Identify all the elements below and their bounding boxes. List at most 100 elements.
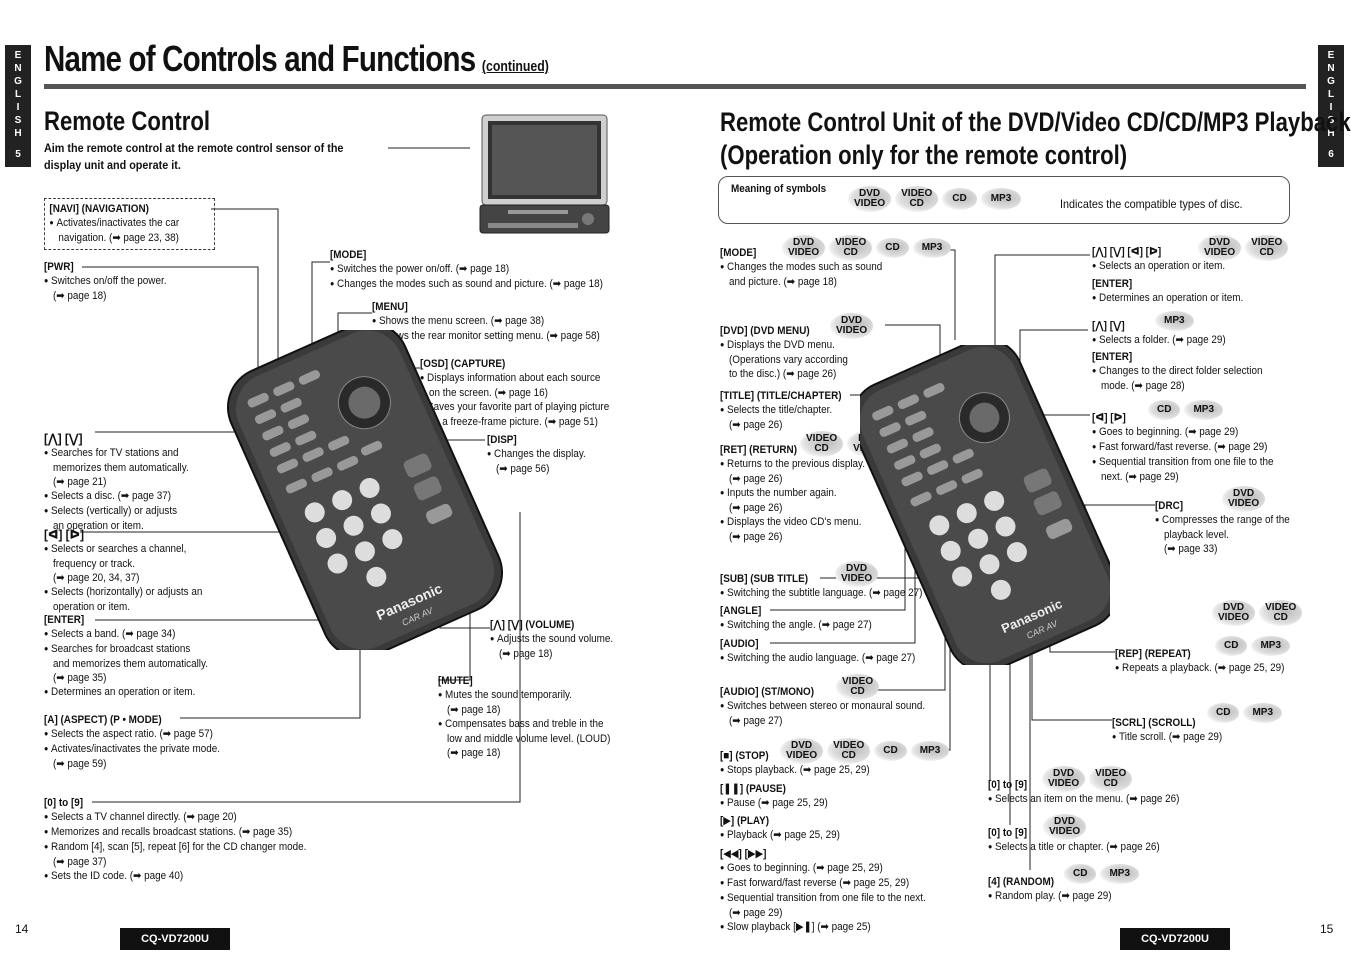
play-label: [▶] (PLAY): [720, 815, 770, 827]
enter-label: [ENTER]: [44, 614, 85, 626]
osd-label: [OSD] (CAPTURE): [420, 358, 506, 370]
play-callout: [▶] (PLAY) Playback (➡ page 25, 29): [720, 814, 840, 843]
drc-desc-cont: playback level.: [1164, 529, 1229, 541]
mute-desc-cont: low and middle volume level. (LOUD): [447, 733, 611, 745]
folder-badges: MP3: [1155, 311, 1198, 331]
display-unit-image: [478, 113, 611, 237]
digits-title-label: [0] to [9]: [988, 827, 1028, 839]
ret-label: [RET] (RETURN): [720, 444, 797, 456]
skip-desc-cont: (➡ page 29): [729, 907, 783, 919]
scrl-label: [SCRL] (SCROLL): [1112, 717, 1196, 729]
disp-desc: Changes the display.: [487, 447, 586, 462]
mute-desc: Mutes the sound temporarily.: [438, 688, 610, 703]
enter-desc: Determines an operation or item.: [44, 685, 208, 700]
display-unit-icon: [479, 114, 610, 234]
mp3-badge: MP3: [1100, 864, 1140, 884]
digits-title-callout: [0] to [9] Selects a title or chapter. (…: [988, 826, 1160, 855]
enter1-callout: [ENTER] Determines an operation or item.: [1092, 277, 1243, 306]
disp-label: [DISP]: [487, 434, 517, 446]
enter2-label: [ENTER]: [1092, 351, 1133, 363]
stop-desc: Stops playback. (➡ page 25, 29): [720, 763, 870, 778]
title-rule: [44, 84, 1306, 89]
leftright-desc-cont: frequency or track.: [53, 558, 135, 570]
disp-desc-cont: (➡ page 56): [496, 463, 550, 475]
pwr-desc: Switches on/off the power.: [44, 274, 166, 289]
cd-badge: CD: [876, 238, 909, 258]
intro-line: display unit and operate it.: [44, 158, 181, 172]
lang-letter: E: [14, 50, 22, 61]
aspect-callout: [A] (ASPECT) (P • MODE) Selects the aspe…: [44, 713, 220, 771]
osd-desc: Displays information about each source: [420, 371, 609, 386]
mute-label: [MUTE]: [438, 675, 473, 687]
scrl-callout: [SCRL] (SCROLL) Title scroll. (➡ page 29…: [1112, 716, 1222, 745]
leftright-callout: [ᐊ] [ᐅ] Selects or searches a channel, f…: [44, 528, 202, 614]
updown-desc: Searches for TV stations and: [44, 446, 189, 461]
dvd-remote-image: Panasonic CAR AV: [860, 345, 1110, 665]
pwr-desc-cont: (➡ page 18): [53, 290, 107, 302]
stop-callout: [■] (STOP) Stops playback. (➡ page 25, 2…: [720, 749, 870, 778]
audio-callout: [AUDIO] Switching the audio language. (➡…: [720, 637, 915, 666]
osd-desc-cont: on the screen. (➡ page 16): [429, 387, 548, 399]
drc-callout: [DRC] Compresses the range of the playba…: [1155, 499, 1290, 556]
remote-control-image: Panasonic CAR AV: [226, 330, 504, 650]
volume-callout: [⋀] [⋁] (VOLUME) Adjusts the sound volum…: [490, 618, 613, 661]
page-number-left: 14: [15, 922, 29, 936]
dvd-menu-desc-cont: to the disc.) (➡ page 26): [729, 368, 837, 380]
mp3-badge: MP3: [1155, 311, 1194, 331]
cd-badge: CD: [942, 188, 977, 210]
title-callout: [TITLE] (TITLE/CHAPTER) Selects the titl…: [720, 389, 842, 432]
enter1-desc: Determines an operation or item.: [1092, 291, 1243, 306]
leftright-label: [ᐊ] [ᐅ]: [44, 527, 85, 542]
aspect-desc: Activates/inactivates the private mode.: [44, 742, 220, 757]
digits-desc: Sets the ID code. (➡ page 40): [44, 869, 306, 884]
skip-desc: Slow playback [▶❚] (➡ page 25): [720, 920, 926, 935]
lang-letter: I: [16, 102, 20, 113]
enter-desc: Searches for broadcast stations: [44, 642, 208, 657]
menu-label: [MENU]: [372, 301, 408, 313]
volume-desc-cont: (➡ page 18): [499, 648, 553, 660]
aspect-desc-cont: (➡ page 59): [53, 758, 107, 770]
enter2-callout: [ENTER] Changes to the direct folder sel…: [1092, 350, 1263, 393]
page-number-right: 15: [1320, 922, 1334, 936]
audio-st-callout: [AUDIO] (ST/MONO) Switches between stere…: [720, 685, 925, 728]
lr-callout: [ᐊ] [ᐅ] Goes to beginning. (➡ page 29) F…: [1092, 411, 1274, 484]
scrl-desc: Title scroll. (➡ page 29): [1112, 730, 1222, 745]
leftright-desc: Selects or searches a channel,: [44, 542, 202, 557]
digits-desc: Selects a TV channel directly. (➡ page 2…: [44, 810, 306, 825]
digits-label: [0] to [9]: [44, 797, 84, 809]
folder-callout: [⋀] [⋁] Selects a folder. (➡ page 29): [1092, 319, 1226, 348]
model-number-right: CQ-VD7200U: [1120, 928, 1230, 950]
page-title: Name of Controls and Functions(continued…: [44, 38, 549, 80]
r-mode-callout: [MODE] Changes the modes such as sound a…: [720, 246, 882, 289]
lang-letter: G: [1327, 76, 1335, 87]
playback-remote-heading: Remote Control Unit of the DVD/Video CD/…: [720, 106, 1351, 172]
r-mode-desc: Changes the modes such as sound: [720, 260, 882, 275]
heading-line: Remote Control Unit of the DVD/Video CD/…: [720, 107, 1351, 137]
pause-desc: Pause (➡ page 25, 29): [720, 796, 828, 811]
cd-badge: CD: [874, 741, 907, 761]
pause-label: [❚❚] (PAUSE): [720, 783, 786, 795]
digits-desc: Memorizes and recalls broadcast stations…: [44, 825, 306, 840]
menu-desc: Shows the menu screen. (➡ page 38): [372, 314, 600, 329]
mp3-badge: MP3: [1243, 703, 1283, 723]
mp3-badge: MP3: [1251, 636, 1291, 656]
rep-label: [REP] (REPEAT): [1115, 648, 1191, 660]
dvd-menu-desc-cont: (Operations vary according: [729, 354, 848, 366]
